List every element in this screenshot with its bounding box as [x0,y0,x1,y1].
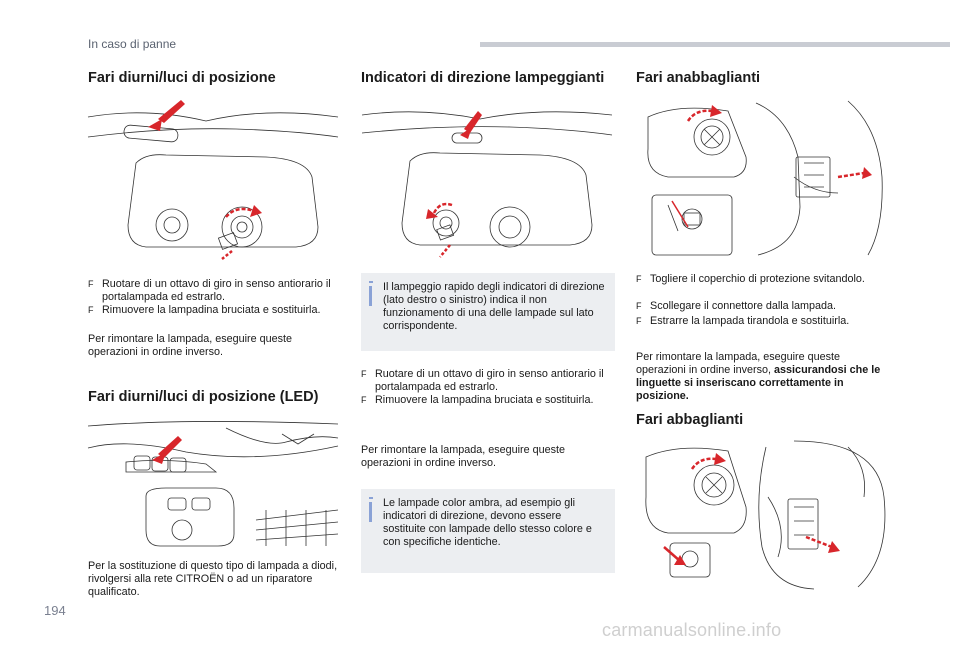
page-number: 194 [44,603,66,618]
bullet-mark: F [88,305,94,315]
bullet-mark: F [361,369,367,379]
drl-bullet-1: F Ruotare di un ottavo di giro in senso … [88,278,331,303]
info-icon-bar [369,286,372,306]
low-beam-illustration [638,97,890,260]
indicator-text: Per rimontare la lampada, eseguire quest… [361,444,566,469]
high-beam-illustration [638,437,890,592]
led-text: Per la sostituzione di questo tipo di la… [88,560,338,598]
drl-led-illustration [86,418,340,548]
heading-drl-led: Fari diurni/luci di posizione (LED) [88,389,319,405]
bullet-mark: F [88,279,94,289]
header-bar [480,42,950,47]
drl-illustration [86,97,340,260]
low-beam-bullet-3: F Estrarre la lampada tirandola e sostit… [636,315,850,327]
info-note-rapid-flashing: Il lampeggio rapido degli indicatori di … [361,273,615,351]
low-beam-bullet-1: F Togliere il coperchio di protezione sv… [636,273,865,285]
info-icon-bar [369,502,372,522]
note-text: Le lampade color ambra, ad esempio gli i… [383,497,592,548]
info-icon [369,281,373,283]
watermark: carmanualsonline.info [602,620,782,640]
heading-indicators: Indicatori di direzione lampeggianti [361,70,605,86]
section-title: In caso di panne [88,37,177,51]
low-beam-bullet-2: F Scollegare il connettore dalla lampada… [636,300,837,312]
heading-low-beam: Fari anabbaglianti [636,70,761,86]
drl-bullet-2: F Rimuovere la lampadina bruciata e sost… [88,304,321,316]
drl-text: Per rimontare la lampada, eseguire quest… [88,333,293,358]
low-beam-text: Per rimontare la lampada, eseguire quest… [636,351,881,402]
note-text: Il lampeggio rapido degli indicatori di … [383,281,605,332]
indicator-illustration [360,97,614,260]
indicator-bullet-2: F Rimuovere la lampadina bruciata e sost… [361,394,594,406]
indicator-bullet-1: F Ruotare di un ottavo di giro in senso … [361,368,604,393]
heading-high-beam: Fari abbaglianti [636,412,744,428]
info-note-amber-bulbs: Le lampade color ambra, ad esempio gli i… [361,489,615,573]
bullet-mark: F [636,316,642,326]
bullet-mark: F [636,274,642,284]
bullet-mark: F [636,301,642,311]
heading-drl: Fari diurni/luci di posizione [88,70,276,86]
info-icon [369,497,373,499]
bullet-mark: F [361,395,367,405]
